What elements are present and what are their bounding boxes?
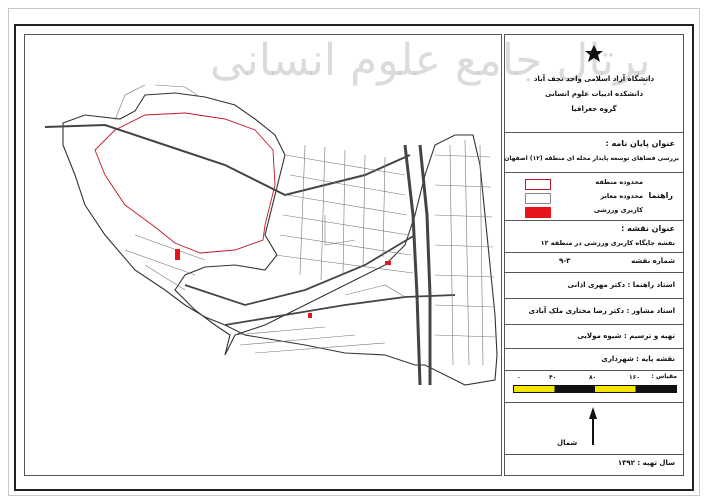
thesis-title-block: عنوان پایان نامه : بررسی فضاهای توسعه پا… — [504, 133, 683, 173]
district-boundary — [62, 92, 498, 386]
sport-use-parcels — [175, 249, 391, 318]
legend-label: کاربری ورزشی — [593, 206, 643, 214]
scale-bar — [513, 385, 677, 393]
sport-parcel — [175, 249, 180, 260]
department-name: گروه جغرافیا — [571, 105, 617, 113]
main-road — [184, 234, 416, 306]
scale-bar-block: مقیاس : ۰ ۴۰ ۸۰ ۱۶۰ — [505, 371, 683, 403]
main-road — [403, 144, 422, 386]
watermark: پرتال جامع علوم انسانی — [210, 35, 651, 86]
main-road — [44, 123, 411, 197]
legend-item: محدوده معابر — [525, 192, 643, 204]
advisor-block: استاد راهنما : دکتر مهری اذانی — [505, 273, 683, 299]
base-map-block: نقشه پایه : شهرداری — [505, 349, 683, 371]
thesis-label: عنوان پایان نامه : — [605, 139, 675, 148]
legend-item: محدوده منطقه — [525, 178, 643, 190]
consultant-block: استاد مشاور : دکتر رضا مختاری ملک آبادی — [505, 299, 683, 325]
north-label: شمال — [557, 439, 578, 447]
map-number-label: شماره نقشه — [631, 257, 675, 265]
prepared-by-block: تهیه و ترسیم : شیوه مولایی — [505, 325, 683, 349]
main-road — [418, 144, 432, 385]
scale-tick-40: ۴۰ — [549, 374, 557, 381]
title-block: دانشگاه آزاد اسلامی واحد نجف آباد دانشکد… — [505, 35, 683, 133]
year-block: سال تهیه : ۱۳۹۲ — [505, 455, 683, 475]
map-number-block: شماره نقشه ۹-۳ — [505, 253, 683, 273]
legend-item: کاربری ورزشی — [525, 206, 643, 218]
sport-parcel — [308, 313, 312, 318]
north-arrow-icon — [589, 407, 597, 445]
map-number-value: ۹-۳ — [559, 257, 571, 265]
faculty-name: دانشکده ادبیات علوم انسانی — [544, 90, 644, 98]
scale-tick-160: ۱۶۰ — [629, 374, 640, 381]
map-title-label: عنوان نقشه : — [621, 224, 675, 233]
legend-swatch — [525, 193, 551, 204]
legend-title: راهنما — [648, 191, 673, 200]
open-area — [94, 112, 276, 254]
map-border — [14, 24, 694, 491]
scale-tick-0: ۰ — [517, 374, 521, 381]
legend-label: محدوده معابر — [600, 192, 643, 200]
sport-parcel — [385, 261, 391, 265]
university-emblem-icon — [583, 43, 605, 65]
north-arrow-block: شمال — [505, 403, 683, 455]
scale-label: مقیاس : — [651, 373, 677, 380]
legend-label: محدوده منطقه — [595, 178, 643, 186]
map-title-value: نقشه جایگاه کاربری ورزشی در منطقه ۱۲ — [540, 239, 675, 247]
advisor-name: استاد راهنما : دکتر مهری اذانی — [567, 281, 675, 289]
map-info-panel: دانشگاه آزاد اسلامی واحد نجف آباد دانشکد… — [504, 34, 684, 476]
prepared-by: تهیه و ترسیم : شیوه مولایی — [577, 332, 675, 340]
base-map: نقشه پایه : شهرداری — [601, 355, 675, 363]
map-title-block: عنوان نقشه : نقشه جایگاه کاربری ورزشی در… — [505, 221, 683, 253]
year: سال تهیه : ۱۳۹۲ — [617, 459, 675, 467]
main-road — [224, 294, 456, 326]
legend-swatch — [525, 207, 551, 218]
thesis-value: بررسی فضاهای توسعه پایدار محله ای منطقه … — [504, 155, 679, 162]
map-canvas — [24, 34, 502, 476]
district-map — [44, 84, 498, 386]
legend-swatch — [525, 179, 551, 190]
university-name: دانشگاه آزاد اسلامی واحد نجف آباد — [533, 75, 655, 83]
street-grid — [114, 84, 496, 366]
scale-tick-80: ۸۰ — [589, 374, 597, 381]
consultant-name: استاد مشاور : دکتر رضا مختاری ملک آبادی — [528, 307, 675, 315]
legend: راهنما محدوده منطقه محدوده معابر کاربری … — [505, 173, 683, 221]
